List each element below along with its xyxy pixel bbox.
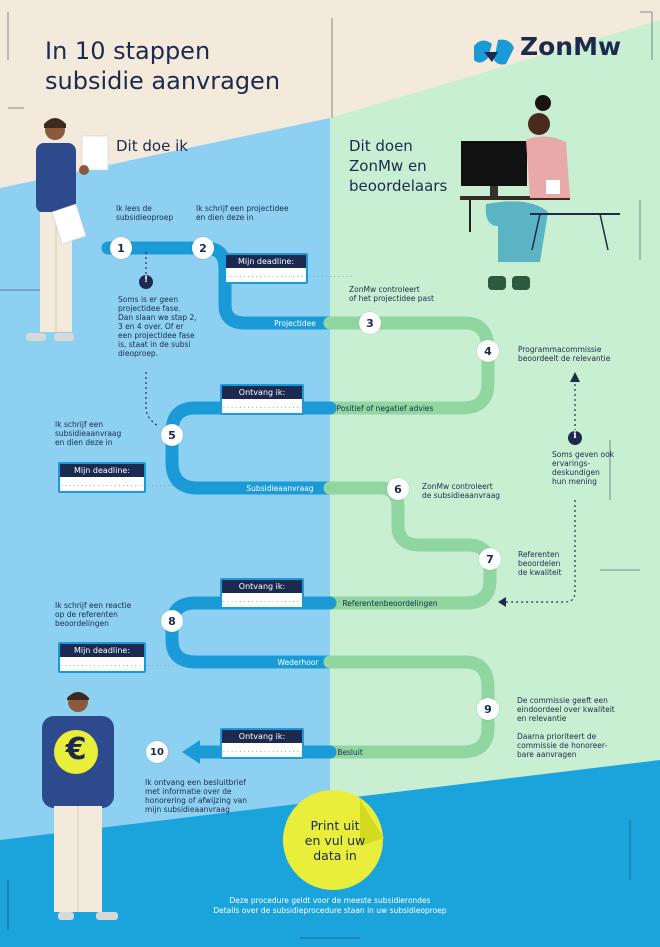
step-node-10: 10 <box>146 741 168 763</box>
step-node-1: 1 <box>110 237 132 259</box>
heading-zonmw: Dit doen ZonMw en beoordelaars <box>349 137 448 195</box>
ontvang-box-1[interactable]: Ontvang ik: ............................… <box>220 384 350 415</box>
path-label-besluit: Besluit <box>337 748 363 757</box>
person-applicant-illustration <box>26 118 109 341</box>
info-icon <box>568 431 582 445</box>
info-glyph-icon: i <box>573 431 577 441</box>
page-title: In 10 stappen subsidie aanvragen <box>45 36 280 96</box>
step-node-9: 9 <box>477 698 499 720</box>
deadline-box-2[interactable]: Mijn deadline: .........................… <box>58 462 188 493</box>
deadline-field-2[interactable]: ............................... <box>60 481 188 488</box>
step-node-3: 3 <box>359 312 381 334</box>
ontvang-field-1[interactable]: ............................... <box>222 403 350 410</box>
footer-note: Deze procedure geldt voor de meeste subs… <box>213 896 447 915</box>
step-node-5: 5 <box>161 424 183 446</box>
deadline-box-3[interactable]: Mijn deadline: .........................… <box>58 642 188 673</box>
title-line-2: subsidie aanvragen <box>45 67 281 95</box>
step-node-2: 2 <box>192 237 214 259</box>
heading-applicant: Dit doe ik <box>116 137 188 155</box>
path-label-advies: Positief of negatief advies <box>336 404 434 413</box>
path-label-wederhoor: Wederhoor <box>277 658 319 667</box>
warning-icon <box>139 275 153 289</box>
path-label-subsidieaanvraag: Subsidieaanvraag <box>246 484 314 493</box>
person-euro-illustration <box>42 692 118 920</box>
step-node-7: 7 <box>479 548 501 570</box>
step-node-4: 4 <box>477 340 499 362</box>
exclamation-icon: ! <box>143 275 149 285</box>
deadline-box-1[interactable]: Mijn deadline: .........................… <box>224 253 354 284</box>
ontvang-field-3[interactable]: ............................... <box>222 747 350 754</box>
path-label-referentenbeoordelingen: Referentenbeoordelingen <box>342 599 438 608</box>
ontvang-box-2[interactable]: Ontvang ik: ............................… <box>220 578 350 609</box>
step-node-8: 8 <box>161 610 183 632</box>
person-reviewer-illustration <box>460 95 620 290</box>
euro-icon: € <box>65 732 87 767</box>
zonmw-logo-text: ZonMw <box>520 32 622 61</box>
title-line-1: In 10 stappen <box>45 37 211 65</box>
step-node-6: 6 <box>387 478 409 500</box>
zonmw-logo-mark <box>474 39 514 65</box>
deadline-field-3[interactable]: ............................... <box>60 661 188 668</box>
path-label-projectidee: Projectidee <box>274 319 316 328</box>
deadline-field-1[interactable]: ............................... <box>226 272 354 279</box>
ontvang-box-3[interactable]: Ontvang ik: ............................… <box>220 728 350 759</box>
ontvang-field-2[interactable]: ............................... <box>222 597 350 604</box>
